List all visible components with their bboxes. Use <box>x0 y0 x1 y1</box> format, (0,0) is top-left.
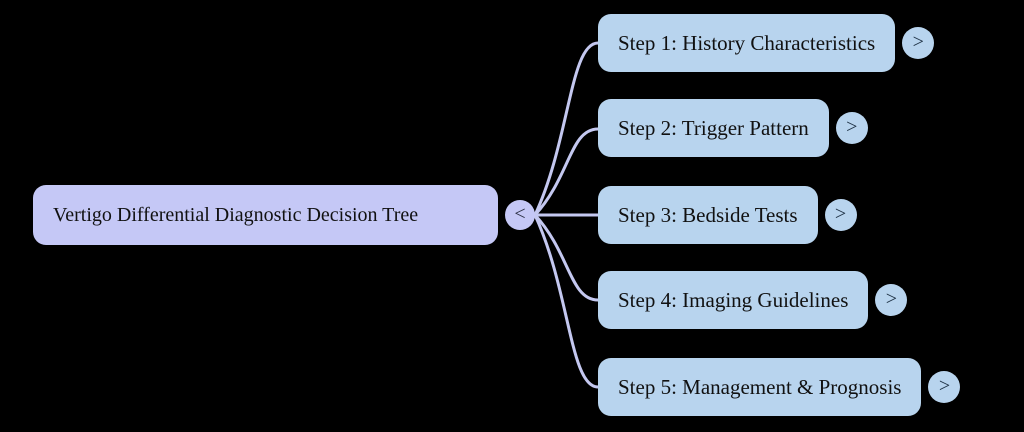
node-step-1[interactable]: Step 1: History Characteristics <box>598 14 896 72</box>
chevron-right-icon: > <box>885 288 898 310</box>
collapse-button[interactable]: < <box>505 200 535 230</box>
expand-button-step-2[interactable]: > <box>835 112 868 144</box>
branch-row: Step 1: History Characteristics > <box>598 14 935 72</box>
expand-button-step-5[interactable]: > <box>928 371 961 403</box>
expand-button-step-4[interactable]: > <box>875 284 908 316</box>
chevron-right-icon: > <box>846 116 858 138</box>
branch-row: Step 3: Bedside Tests > <box>598 186 857 244</box>
expand-button-step-1[interactable]: > <box>902 27 935 59</box>
chevron-right-icon: > <box>938 375 951 397</box>
node-step-5[interactable]: Step 5: Management & Prognosis <box>598 358 922 416</box>
branch-row: Step 4: Imaging Guidelines > <box>598 271 908 329</box>
node-label: Step 2: Trigger Pattern <box>618 115 809 140</box>
branch-row: Step 2: Trigger Pattern > <box>598 99 868 157</box>
connector-step-2 <box>533 127 600 217</box>
root-row: Vertigo Differential Diagnostic Decision… <box>33 185 535 245</box>
node-label: Step 4: Imaging Guidelines <box>618 287 849 312</box>
chevron-right-icon: > <box>912 31 924 53</box>
node-step-4[interactable]: Step 4: Imaging Guidelines <box>598 271 869 329</box>
chevron-right-icon: > <box>834 203 847 225</box>
root-node-label: Vertigo Differential Diagnostic Decision… <box>53 203 419 226</box>
chevron-left-icon: < <box>514 203 526 225</box>
connector-step-1 <box>533 41 600 217</box>
branch-row: Step 5: Management & Prognosis > <box>598 358 961 416</box>
connector-step-5 <box>533 213 600 389</box>
connector-step-4 <box>533 213 600 302</box>
node-label: Step 5: Management & Prognosis <box>618 374 902 399</box>
node-label: Step 3: Bedside Tests <box>618 202 798 227</box>
expand-button-step-3[interactable]: > <box>824 199 857 231</box>
root-node[interactable]: Vertigo Differential Diagnostic Decision… <box>33 185 498 245</box>
node-step-3[interactable]: Step 3: Bedside Tests <box>598 186 818 244</box>
node-label: Step 1: History Characteristics <box>618 30 876 55</box>
node-step-2[interactable]: Step 2: Trigger Pattern <box>598 99 829 157</box>
